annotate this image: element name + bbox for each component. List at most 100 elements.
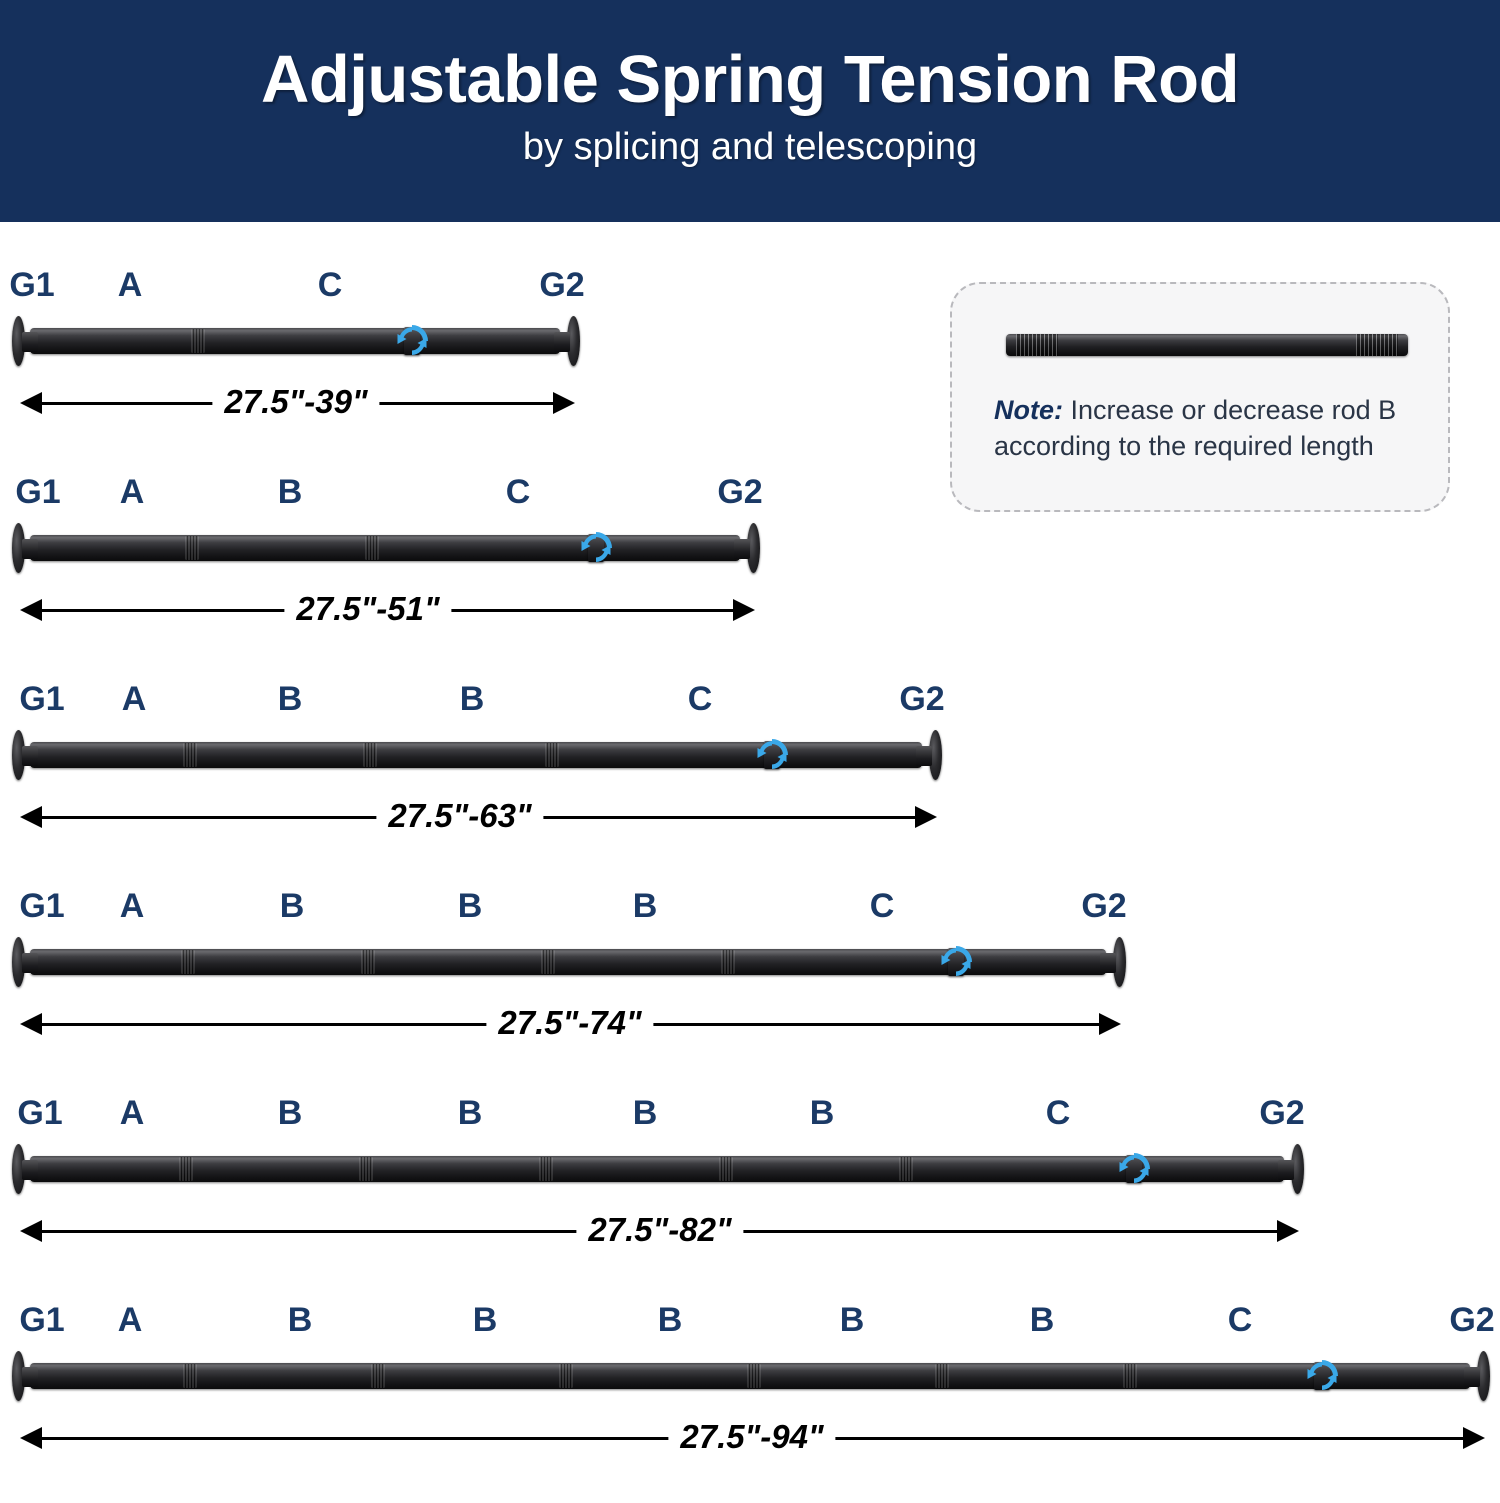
arrow-left-icon [20, 599, 42, 621]
segment-label: G1 [19, 680, 65, 718]
page-header: Adjustable Spring Tension Rod by splicin… [0, 0, 1500, 222]
page-title: Adjustable Spring Tension Rod [260, 41, 1240, 117]
dimension-label: 27.5"-39" [212, 381, 380, 423]
segment-label: G1 [15, 473, 61, 511]
segment-label: B [472, 1301, 498, 1339]
rod-assembly [12, 1345, 1490, 1407]
segment-label: B [279, 887, 305, 925]
threaded-joint-icon [1123, 1364, 1137, 1388]
dimension-line: 27.5"-63" [20, 795, 937, 837]
threaded-joint-icon [183, 743, 197, 767]
rod-assembly [12, 310, 580, 372]
rod-assembly [12, 1138, 1304, 1200]
segment-label: C [1045, 1094, 1071, 1132]
threaded-joint-icon [747, 1364, 761, 1388]
threaded-joint-icon [365, 536, 379, 560]
arrow-left-icon [20, 392, 42, 414]
segment-label: G1 [19, 1301, 65, 1339]
dimension-line: 27.5"-39" [20, 381, 575, 423]
end-cap-collar [916, 746, 932, 766]
segment-label: G1 [9, 266, 55, 304]
telescoping-coupler [588, 534, 604, 562]
end-cap-g1 [12, 1351, 38, 1401]
end-cap-g1 [12, 523, 38, 573]
arrow-left-icon [20, 806, 42, 828]
dimension-label: 27.5"-51" [284, 588, 452, 630]
rod-shaft [30, 328, 560, 354]
end-cap-disc-icon [1477, 1351, 1490, 1401]
end-cap-collar [734, 539, 750, 559]
arrow-left-icon [20, 1220, 42, 1242]
rod-assembly [12, 517, 760, 579]
dimension-label: 27.5"-82" [576, 1209, 744, 1251]
end-cap-collar [22, 539, 38, 559]
rod-b-body [1006, 334, 1408, 356]
segment-label: G2 [539, 266, 585, 304]
threaded-joint-icon [545, 743, 559, 767]
rod-b-sample-image [1006, 332, 1408, 358]
dimension-label: 27.5"-94" [668, 1416, 836, 1458]
threaded-joint-icon [935, 1364, 949, 1388]
end-cap-disc-icon [1113, 937, 1126, 987]
rod-shaft [30, 742, 922, 768]
end-cap-disc-icon [929, 730, 942, 780]
segment-label: G2 [899, 680, 945, 718]
segment-label: G1 [17, 1094, 63, 1132]
segment-label: G2 [717, 473, 763, 511]
end-cap-g1 [12, 316, 38, 366]
segment-label: A [119, 1094, 145, 1132]
end-cap-g2 [1100, 937, 1126, 987]
threaded-joint-icon [183, 1364, 197, 1388]
rod-shaft [30, 1363, 1470, 1389]
telescoping-coupler [764, 741, 780, 769]
arrow-left-icon [20, 1427, 42, 1449]
segment-label: B [632, 1094, 658, 1132]
end-cap-g2 [554, 316, 580, 366]
end-cap-disc-icon [12, 523, 25, 573]
segment-label: A [117, 1301, 143, 1339]
segment-label: B [277, 473, 303, 511]
end-cap-g2 [1464, 1351, 1490, 1401]
rod-assembly [12, 931, 1126, 993]
segment-label: C [1227, 1301, 1253, 1339]
rod-assembly [12, 724, 942, 786]
arrow-right-icon [1463, 1427, 1485, 1449]
segment-label: C [687, 680, 713, 718]
end-cap-disc-icon [12, 937, 25, 987]
threaded-joint-icon [719, 1157, 733, 1181]
segment-label: A [121, 680, 147, 718]
segment-label: G2 [1259, 1094, 1305, 1132]
segment-label: B [457, 887, 483, 925]
segment-label: A [119, 473, 145, 511]
arrow-right-icon [1277, 1220, 1299, 1242]
segment-label: G2 [1081, 887, 1127, 925]
threaded-joint-icon [181, 950, 195, 974]
telescoping-coupler [1314, 1362, 1330, 1390]
dimension-line: 27.5"-74" [20, 1002, 1121, 1044]
telescoping-coupler [404, 327, 420, 355]
rod-b-thread-left-icon [1016, 334, 1058, 356]
arrow-right-icon [1099, 1013, 1121, 1035]
segment-label: G1 [19, 887, 65, 925]
end-cap-collar [22, 953, 38, 973]
threaded-joint-icon [191, 329, 205, 353]
arrow-right-icon [553, 392, 575, 414]
segment-label: B [632, 887, 658, 925]
note-lead-label: Note: [994, 395, 1063, 425]
segment-label: B [457, 1094, 483, 1132]
dimension-line: 27.5"-82" [20, 1209, 1299, 1251]
threaded-joint-icon [539, 1157, 553, 1181]
note-callout-box: Note: Increase or decrease rod B accordi… [950, 282, 1450, 512]
dimension-line: 27.5"-51" [20, 588, 755, 630]
threaded-joint-icon [559, 1364, 573, 1388]
end-cap-disc-icon [567, 316, 580, 366]
end-cap-collar [22, 746, 38, 766]
segment-label: B [657, 1301, 683, 1339]
end-cap-collar [1100, 953, 1116, 973]
end-cap-collar [22, 332, 38, 352]
